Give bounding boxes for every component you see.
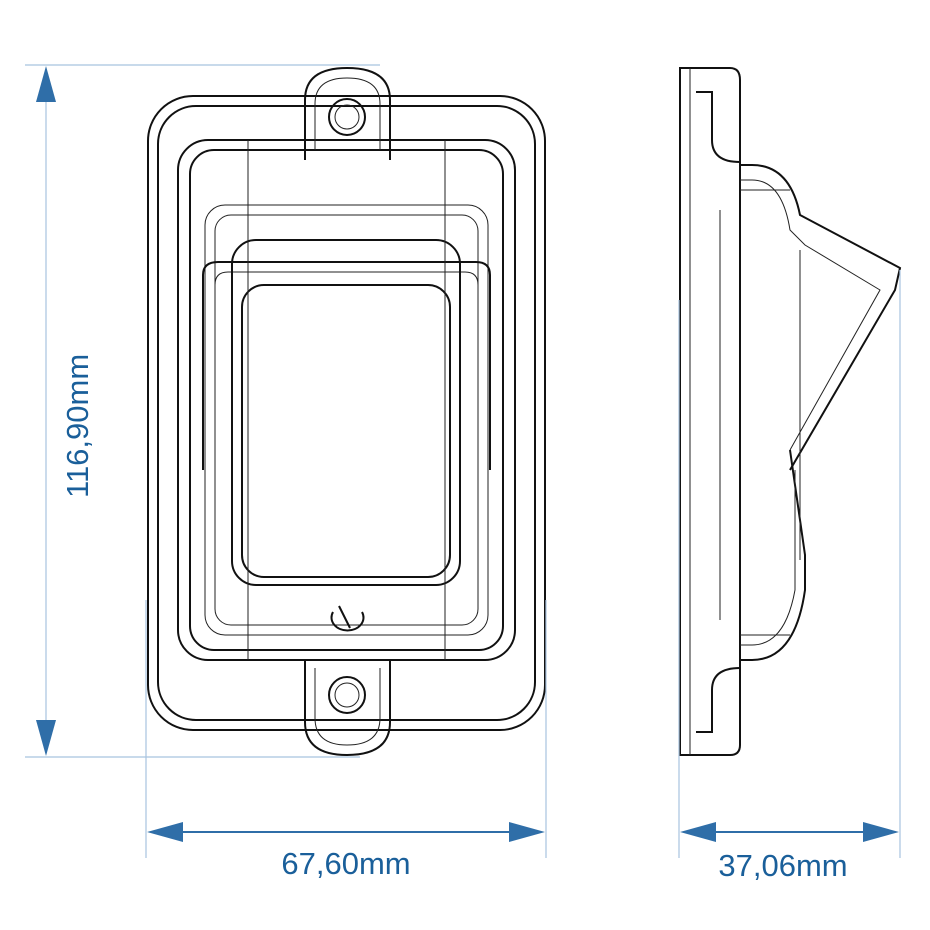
depth-dimension: 37,06mm bbox=[678, 270, 901, 883]
front-view bbox=[147, 66, 546, 757]
power-icon bbox=[330, 605, 365, 632]
height-dimension: 116,90mm bbox=[25, 64, 380, 758]
top-mounting-ear bbox=[304, 66, 391, 160]
width-label: 67,60mm bbox=[281, 846, 410, 881]
height-label: 116,90mm bbox=[60, 354, 95, 498]
side-view bbox=[679, 67, 902, 756]
width-dimension: 67,60mm bbox=[145, 600, 547, 881]
depth-label: 37,06mm bbox=[718, 848, 847, 883]
bottom-mounting-ear bbox=[304, 660, 391, 757]
